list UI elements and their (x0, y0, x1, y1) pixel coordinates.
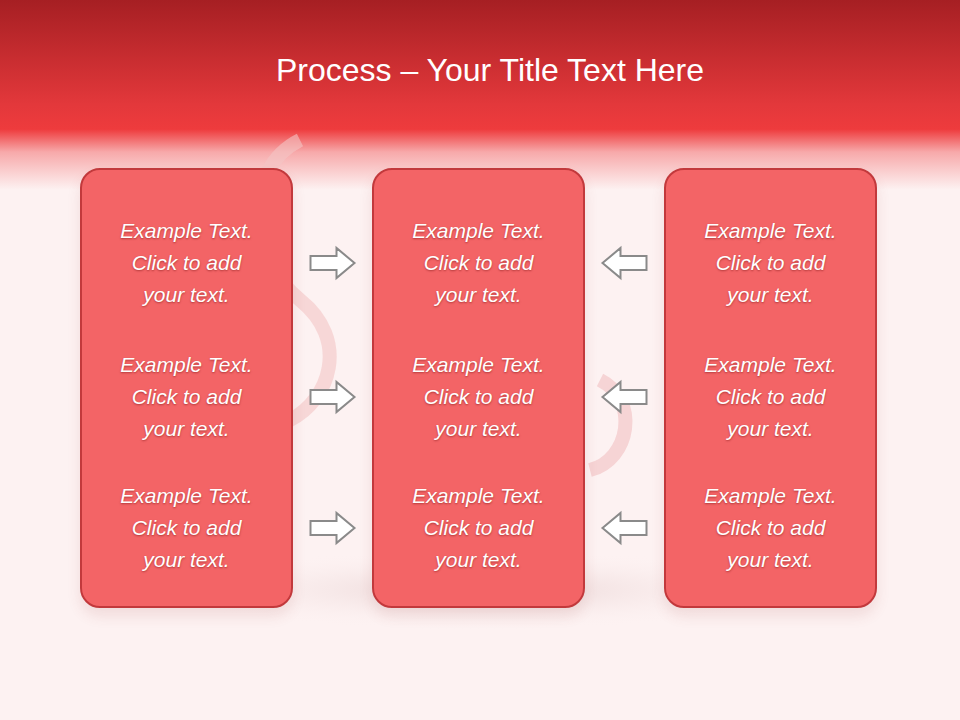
block-arrow (311, 248, 355, 278)
box-text: Example Text. Click to add your text. (404, 480, 554, 576)
slide-title: Process – Your Title Text Here (20, 52, 960, 89)
process-box: Example Text. Click to add your text. Exa… (664, 168, 877, 608)
box-text: Example Text. Click to add your text. (112, 480, 262, 576)
block-arrow (603, 248, 647, 278)
process-box: Example Text. Click to add your text. Exa… (372, 168, 585, 608)
box-text: Example Text. Click to add your text. (696, 215, 846, 311)
block-arrow (311, 382, 355, 412)
box-text: Example Text. Click to add your text. (404, 215, 554, 311)
process-box: Example Text. Click to add your text. Exa… (80, 168, 293, 608)
box-text: Example Text. Click to add your text. (696, 349, 846, 445)
block-arrow (603, 513, 647, 543)
header-band (0, 0, 960, 190)
box-text: Example Text. Click to add your text. (112, 215, 262, 311)
block-arrow (311, 513, 355, 543)
block-arrow (603, 382, 647, 412)
box-text: Example Text. Click to add your text. (696, 480, 846, 576)
box-text: Example Text. Click to add your text. (404, 349, 554, 445)
box-text: Example Text. Click to add your text. (112, 349, 262, 445)
